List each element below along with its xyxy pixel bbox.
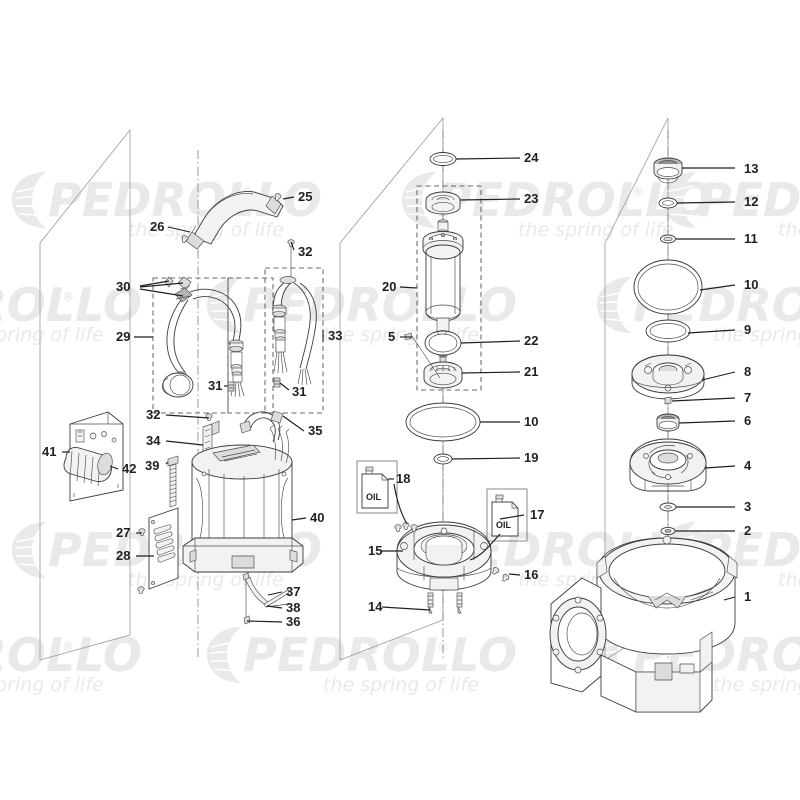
part-oil-can-left: [356, 460, 398, 514]
callout-leaders: [62, 157, 736, 623]
part-cable-clamp-c: [174, 287, 193, 303]
callout-5: 5: [388, 329, 395, 344]
callout-35: 35: [308, 423, 322, 438]
part-o-ring-large-middle: [405, 402, 481, 442]
part-seal-plate: [631, 354, 705, 400]
callout-numbers: 1 2 3 4 6 7 8 9 10 11 12 13 14 15 16 17 …: [42, 150, 758, 629]
callout-23: 23: [524, 191, 538, 206]
callout-10b: 10: [524, 414, 538, 429]
part-o-ring-top: [429, 152, 457, 166]
callout-37: 37: [286, 584, 300, 599]
part-o-ring-tiny: [660, 234, 676, 244]
callout-28: 28: [116, 548, 130, 563]
part-capacitor: [63, 447, 113, 487]
part-screws-oil-upper: [394, 522, 418, 532]
callout-24: 24: [524, 150, 539, 165]
part-stud-bolt-b: [456, 592, 463, 614]
callout-31b: 31: [292, 384, 306, 399]
callout-3: 3: [744, 499, 751, 514]
callout-29: 29: [116, 329, 130, 344]
callout-20: 20: [382, 279, 396, 294]
callout-21: 21: [524, 364, 538, 379]
callout-25: 25: [298, 189, 312, 204]
callout-7: 7: [744, 390, 751, 405]
callout-15: 15: [368, 543, 382, 558]
callout-22: 22: [524, 333, 538, 348]
callout-39: 39: [145, 458, 159, 473]
part-circlip: [424, 330, 462, 356]
callout-8: 8: [744, 364, 751, 379]
callout-13: 13: [744, 161, 758, 176]
part-screw-cable-top: [287, 239, 295, 278]
part-lifting-handle: [185, 191, 284, 250]
part-o-ring-oil-plug: [433, 453, 453, 465]
group-box-cable-left: [227, 277, 274, 414]
part-washer-upper: [659, 502, 677, 512]
callout-27: 27: [116, 525, 130, 540]
part-o-ring-large-right: [633, 259, 703, 315]
part-o-ring-mid: [658, 197, 678, 209]
callout-42: 42: [122, 461, 136, 476]
callout-12: 12: [744, 194, 758, 209]
part-washer-lower: [660, 526, 676, 536]
group-box-float: [152, 277, 229, 414]
callout-17: 17: [530, 507, 544, 522]
callout-9: 9: [744, 322, 751, 337]
callout-31a: 31: [208, 378, 222, 393]
callout-6: 6: [744, 413, 751, 428]
part-o-ring-small: [645, 319, 691, 343]
part-cable-gland-left: [227, 381, 235, 392]
part-key: [664, 396, 672, 405]
part-oil-can-right: [486, 488, 528, 542]
part-float-switch: [161, 299, 194, 398]
callout-33: 33: [328, 328, 342, 343]
callout-1: 1: [744, 589, 751, 604]
callout-2: 2: [744, 523, 751, 538]
callout-32a: 32: [298, 244, 312, 259]
part-pump-casing: [549, 535, 738, 713]
part-rotor-shaft-assembly: [422, 219, 464, 384]
part-cable-loop: [239, 410, 284, 443]
callout-19: 19: [524, 450, 538, 465]
part-cable-clamp-b: [177, 276, 192, 291]
callout-26: 26: [150, 219, 164, 234]
callout-32b: 32: [146, 407, 160, 422]
part-long-bolt: [167, 455, 179, 508]
callout-4: 4: [744, 458, 752, 473]
callout-40: 40: [310, 510, 324, 525]
callout-18: 18: [396, 471, 410, 486]
part-bearing-lower: [423, 361, 463, 389]
callout-34: 34: [146, 433, 161, 448]
callout-41: 41: [42, 444, 56, 459]
part-cable-gland-right: [273, 377, 281, 388]
part-bracket-assembly: [242, 572, 290, 625]
callout-30: 30: [116, 279, 130, 294]
part-screw-cable-lower: [205, 413, 213, 421]
callout-11: 11: [744, 231, 758, 246]
part-mechanical-seal: [653, 157, 683, 184]
part-terminal-cover-plate: [148, 507, 179, 590]
part-cable-assembly-left: [189, 288, 245, 398]
part-impeller: [629, 438, 707, 492]
part-impeller-nut: [656, 413, 680, 432]
callout-10: 10: [744, 277, 758, 292]
part-cover-screw-bottom: [137, 586, 145, 594]
part-cable-assembly-right: [271, 276, 317, 386]
callout-14: 14: [368, 599, 383, 614]
part-bearing-upper: [425, 191, 461, 215]
callout-36: 36: [286, 614, 300, 629]
part-oil-chamber-housing: [396, 521, 492, 591]
callout-38: 38: [286, 600, 300, 615]
part-motor-housing: [182, 424, 304, 573]
callout-16: 16: [524, 567, 538, 582]
